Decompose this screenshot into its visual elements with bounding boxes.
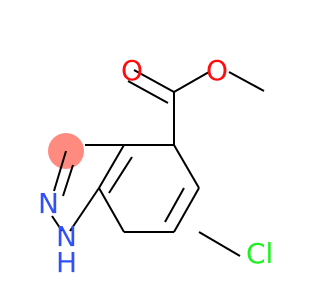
atom-chlorine: Cl [246, 237, 273, 270]
bond-c7-c7a [98, 187, 125, 233]
bond-c4-c5 [173, 144, 200, 189]
molecule-canvas: O O N N H Cl [38, 54, 273, 279]
double-bond-inner-right [164, 187, 185, 223]
atom-carbonyl-oxygen: O [121, 54, 143, 87]
bond-chlorine [198, 231, 241, 257]
bond-ester-oxygen [173, 71, 210, 93]
bond-methyl [228, 71, 265, 92]
bond-n1-c7a [69, 187, 100, 232]
bond-n2-n1 [51, 215, 63, 232]
bond-carbonyl [133, 69, 175, 93]
bond-c5-c6 [173, 187, 200, 233]
atom-nh-nitrogen: N [56, 220, 77, 253]
bond-carbonyl-double [127, 80, 169, 104]
bond-c3-n2 [53, 150, 67, 192]
double-bond-inner-left [108, 156, 133, 194]
atom-ester-oxygen: O [206, 54, 228, 87]
atom-nh-hydrogen: H [56, 246, 77, 279]
bond-c7a-c3a [98, 144, 125, 189]
bond-c3-n2-double [62, 164, 74, 197]
atom-ring-nitrogen: N [38, 187, 59, 220]
molecule-structure: O O N N H Cl [38, 54, 273, 279]
